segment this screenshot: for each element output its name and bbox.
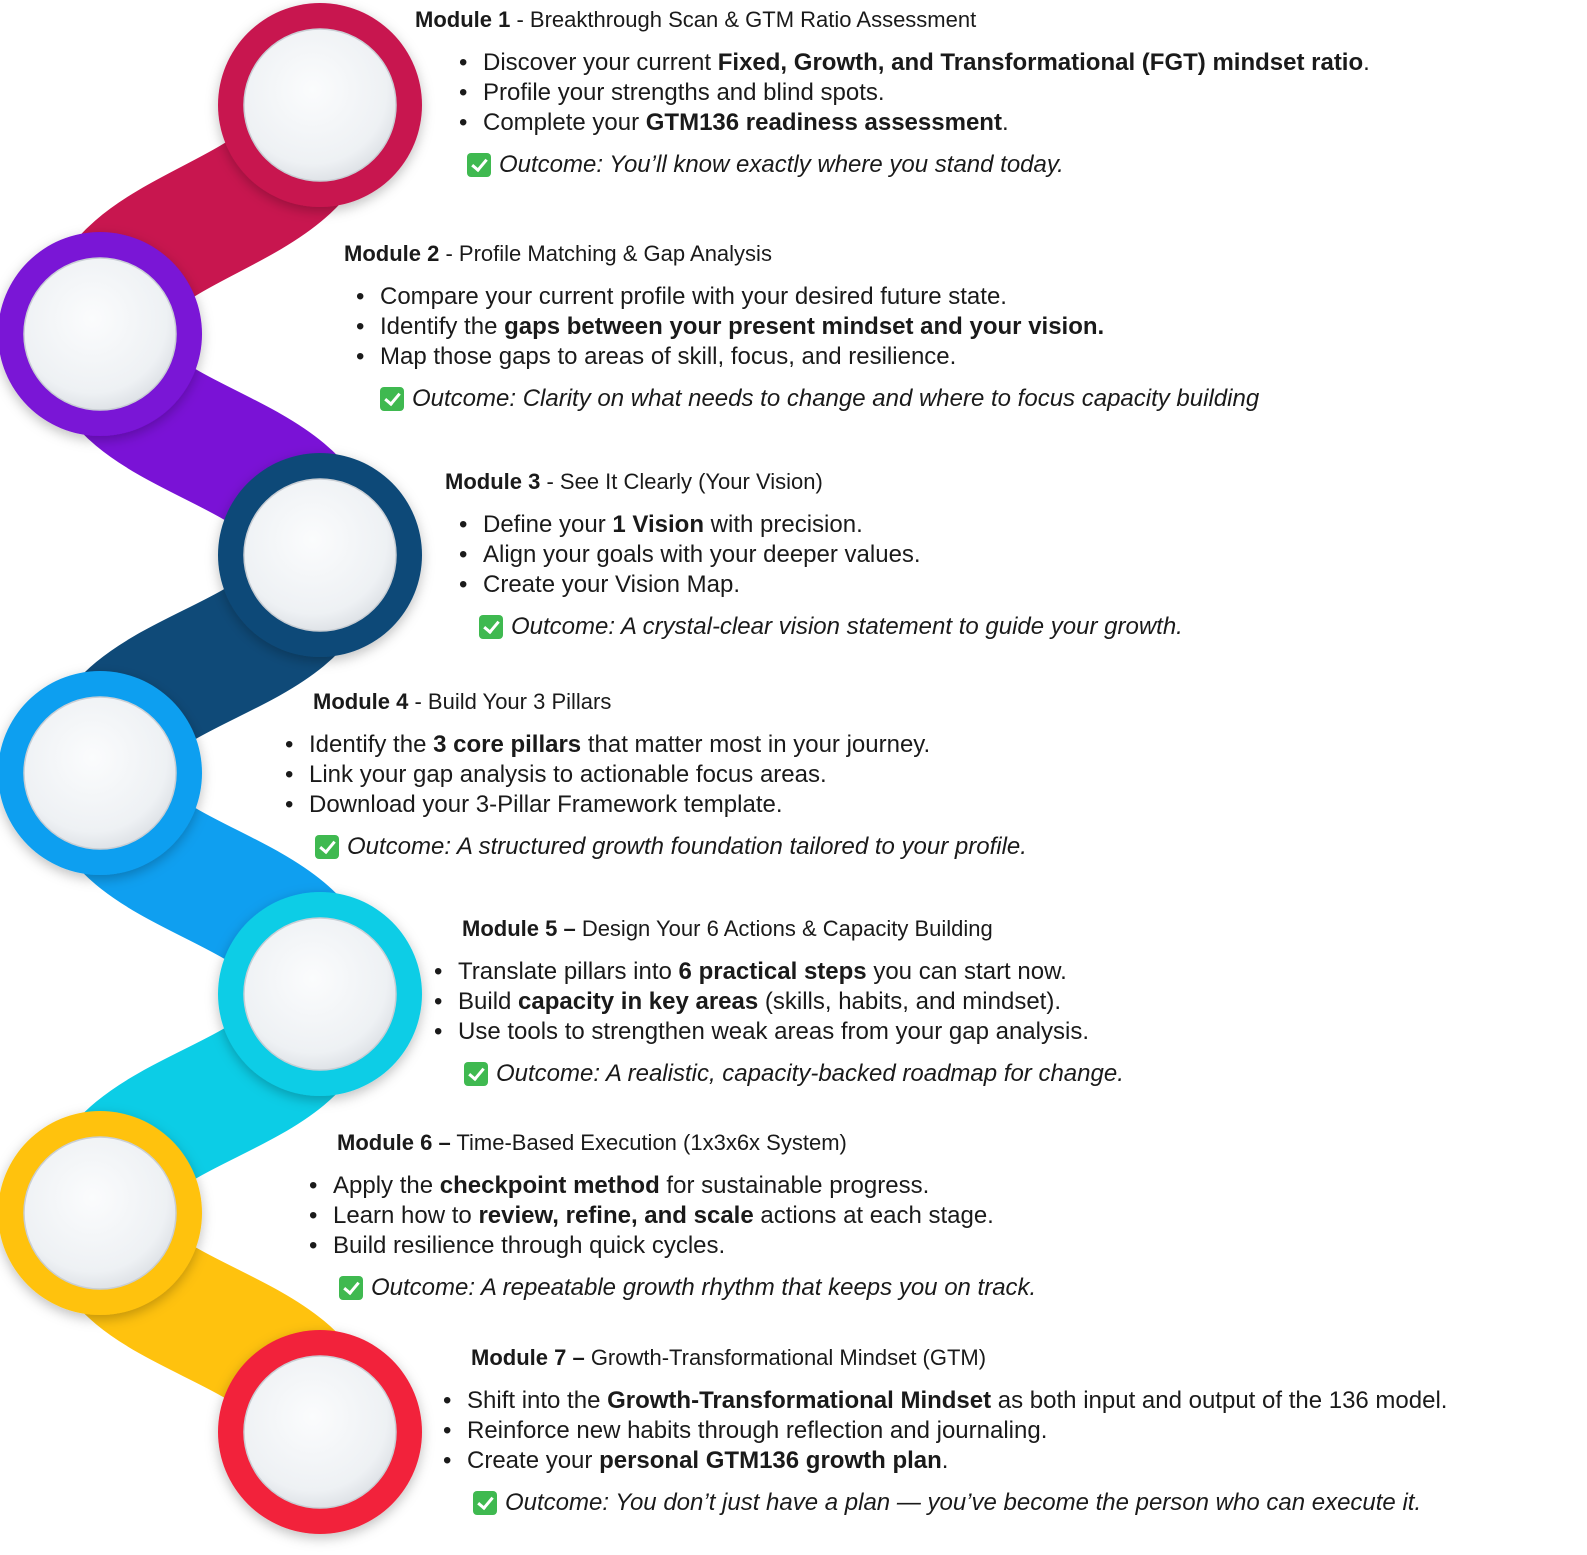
module-3-bullet-3: •Create your Vision Map. (459, 571, 741, 598)
module-5-outcome-text: Outcome: A realistic, capacity-backed ro… (496, 1060, 1124, 1087)
module-3-title-separator: - (540, 469, 560, 494)
module-4-ring-center (23, 696, 177, 850)
module-5-bullet-1: •Translate pillars into 6 practical step… (434, 958, 1067, 985)
module-7-outcome-text: Outcome: You don’t just have a plan — yo… (505, 1489, 1422, 1516)
module-7-ring-center (243, 1355, 397, 1509)
module-2-ring (0, 232, 202, 436)
module-1-ring (218, 3, 422, 207)
module-2-title-separator: - (439, 241, 459, 266)
module-chain-graphic (0, 3, 422, 1534)
module-1-bullets: •Discover your current Fixed, Growth, an… (457, 48, 1370, 138)
module-2-block: Module 2 - Profile Matching & Gap Analys… (344, 240, 1259, 414)
module-7-title: Module 7 – Growth-Transformational Minds… (471, 1344, 1447, 1372)
module-7-ring (218, 1330, 422, 1534)
module-2-bullet-3: •Map those gaps to areas of skill, focus… (356, 343, 957, 370)
module-5-block: Module 5 – Design Your 6 Actions & Capac… (434, 915, 1124, 1089)
module-4-outcome-text: Outcome: A structured growth foundation … (347, 833, 1027, 860)
module-2-bullets: •Compare your current profile with your … (354, 282, 1259, 372)
module-3-bullets: •Define your 1 Vision with precision. •A… (457, 510, 1183, 600)
module-1-bullet-1: •Discover your current Fixed, Growth, an… (459, 49, 1370, 76)
module-3-bullet-2: •Align your goals with your deeper value… (459, 541, 921, 568)
module-6-ring-center (23, 1136, 177, 1290)
module-3-title: Module 3 - See It Clearly (Your Vision) (445, 468, 1183, 496)
module-4-block: Module 4 - Build Your 3 Pillars •Identif… (285, 688, 1027, 862)
module-4-outcome: Outcome: A structured growth foundation … (315, 832, 1027, 862)
module-5-subtitle: Design Your 6 Actions & Capacity Buildin… (581, 916, 993, 941)
checkmark-icon (380, 387, 404, 411)
module-1-bullet-3: •Complete your GTM136 readiness assessme… (459, 109, 1009, 136)
module-5-title: Module 5 – Design Your 6 Actions & Capac… (462, 915, 1124, 943)
module-6-bullet-2: •Learn how to review, refine, and scale … (309, 1202, 994, 1229)
chain-rings (0, 3, 422, 1534)
module-3-name: Module 3 (445, 469, 541, 494)
module-3-outcome: Outcome: A crystal-clear vision statemen… (479, 612, 1183, 642)
module-6-title: Module 6 – Time-Based Execution (1x3x6x … (337, 1129, 1036, 1157)
module-5-ring (218, 892, 422, 1096)
module-2-bullet-1: •Compare your current profile with your … (356, 283, 1007, 310)
checkmark-icon (315, 835, 339, 859)
module-1-title-separator: - (510, 7, 530, 32)
module-3-outcome-text: Outcome: A crystal-clear vision statemen… (511, 613, 1183, 640)
module-3-bullet-1: •Define your 1 Vision with precision. (459, 511, 863, 538)
module-6-block: Module 6 – Time-Based Execution (1x3x6x … (309, 1129, 1036, 1303)
module-2-outcome: Outcome: Clarity on what needs to change… (380, 384, 1259, 414)
module-4-title: Module 4 - Build Your 3 Pillars (313, 688, 1027, 716)
module-3-block: Module 3 - See It Clearly (Your Vision) … (445, 468, 1183, 642)
module-6-outcome-text: Outcome: A repeatable growth rhythm that… (371, 1274, 1037, 1301)
module-7-block: Module 7 – Growth-Transformational Minds… (443, 1344, 1447, 1518)
module-1-title: Module 1 - Breakthrough Scan & GTM Ratio… (415, 6, 1370, 34)
module-4-bullets: •Identify the 3 core pillars that matter… (283, 730, 1027, 820)
module-2-subtitle: Profile Matching & Gap Analysis (458, 241, 772, 266)
module-1-block: Module 1 - Breakthrough Scan & GTM Ratio… (415, 6, 1370, 180)
module-6-bullet-1: •Apply the checkpoint method for sustain… (309, 1172, 930, 1199)
module-2-ring-center (23, 257, 177, 411)
module-3-subtitle: See It Clearly (Your Vision) (559, 469, 823, 494)
checkmark-icon (339, 1276, 363, 1300)
module-3-ring-center (243, 478, 397, 632)
module-7-subtitle: Growth-Transformational Mindset (GTM) (590, 1345, 987, 1370)
module-1-bullet-2: •Profile your strengths and blind spots. (459, 79, 885, 106)
module-4-bullet-2: •Link your gap analysis to actionable fo… (285, 761, 827, 788)
module-6-bullets: •Apply the checkpoint method for sustain… (307, 1171, 1036, 1261)
module-5-outcome: Outcome: A realistic, capacity-backed ro… (464, 1059, 1124, 1089)
module-4-ring (0, 671, 202, 875)
module-1-name: Module 1 (415, 7, 511, 32)
module-5-bullet-3: •Use tools to strengthen weak areas from… (434, 1018, 1089, 1045)
module-1-outcome-text: Outcome: You’ll know exactly where you s… (499, 151, 1064, 178)
module-5-ring-center (243, 917, 397, 1071)
module-7-outcome: Outcome: You don’t just have a plan — yo… (473, 1488, 1447, 1518)
module-7-name: Module 7 – (471, 1345, 585, 1370)
module-7-bullet-3: •Create your personal GTM136 growth plan… (443, 1447, 949, 1474)
module-6-ring (0, 1111, 202, 1315)
module-7-bullet-1: •Shift into the Growth-Transformational … (443, 1387, 1448, 1414)
module-6-outcome: Outcome: A repeatable growth rhythm that… (339, 1273, 1036, 1303)
module-4-title-separator: - (408, 689, 428, 714)
module-4-name: Module 4 (313, 689, 409, 714)
checkmark-icon (479, 615, 503, 639)
module-6-name: Module 6 – (337, 1130, 451, 1155)
module-2-title: Module 2 - Profile Matching & Gap Analys… (344, 240, 1259, 268)
module-2-name: Module 2 (344, 241, 440, 266)
module-1-outcome: Outcome: You’ll know exactly where you s… (467, 150, 1370, 180)
module-1-subtitle: Breakthrough Scan & GTM Ratio Assessment (529, 7, 977, 32)
module-2-bullet-2: •Identify the gaps between your present … (356, 313, 1105, 340)
module-6-bullet-3: •Build resilience through quick cycles. (309, 1232, 726, 1259)
module-4-bullet-1: •Identify the 3 core pillars that matter… (285, 731, 931, 758)
checkmark-icon (473, 1491, 497, 1515)
module-5-bullet-2: •Build capacity in key areas (skills, ha… (434, 988, 1061, 1015)
module-4-bullet-3: •Download your 3-Pillar Framework templa… (285, 791, 783, 818)
module-5-name: Module 5 – (462, 916, 576, 941)
checkmark-icon (467, 153, 491, 177)
module-6-subtitle: Time-Based Execution (1x3x6x System) (456, 1130, 847, 1155)
module-7-bullets: •Shift into the Growth-Transformational … (441, 1386, 1447, 1476)
checkmark-icon (464, 1062, 488, 1086)
module-5-bullets: •Translate pillars into 6 practical step… (432, 957, 1124, 1047)
module-7-bullet-2: •Reinforce new habits through reflection… (443, 1417, 1048, 1444)
module-3-ring (218, 453, 422, 657)
module-4-subtitle: Build Your 3 Pillars (427, 689, 612, 714)
module-1-ring-center (243, 28, 397, 182)
module-2-outcome-text: Outcome: Clarity on what needs to change… (412, 385, 1260, 412)
